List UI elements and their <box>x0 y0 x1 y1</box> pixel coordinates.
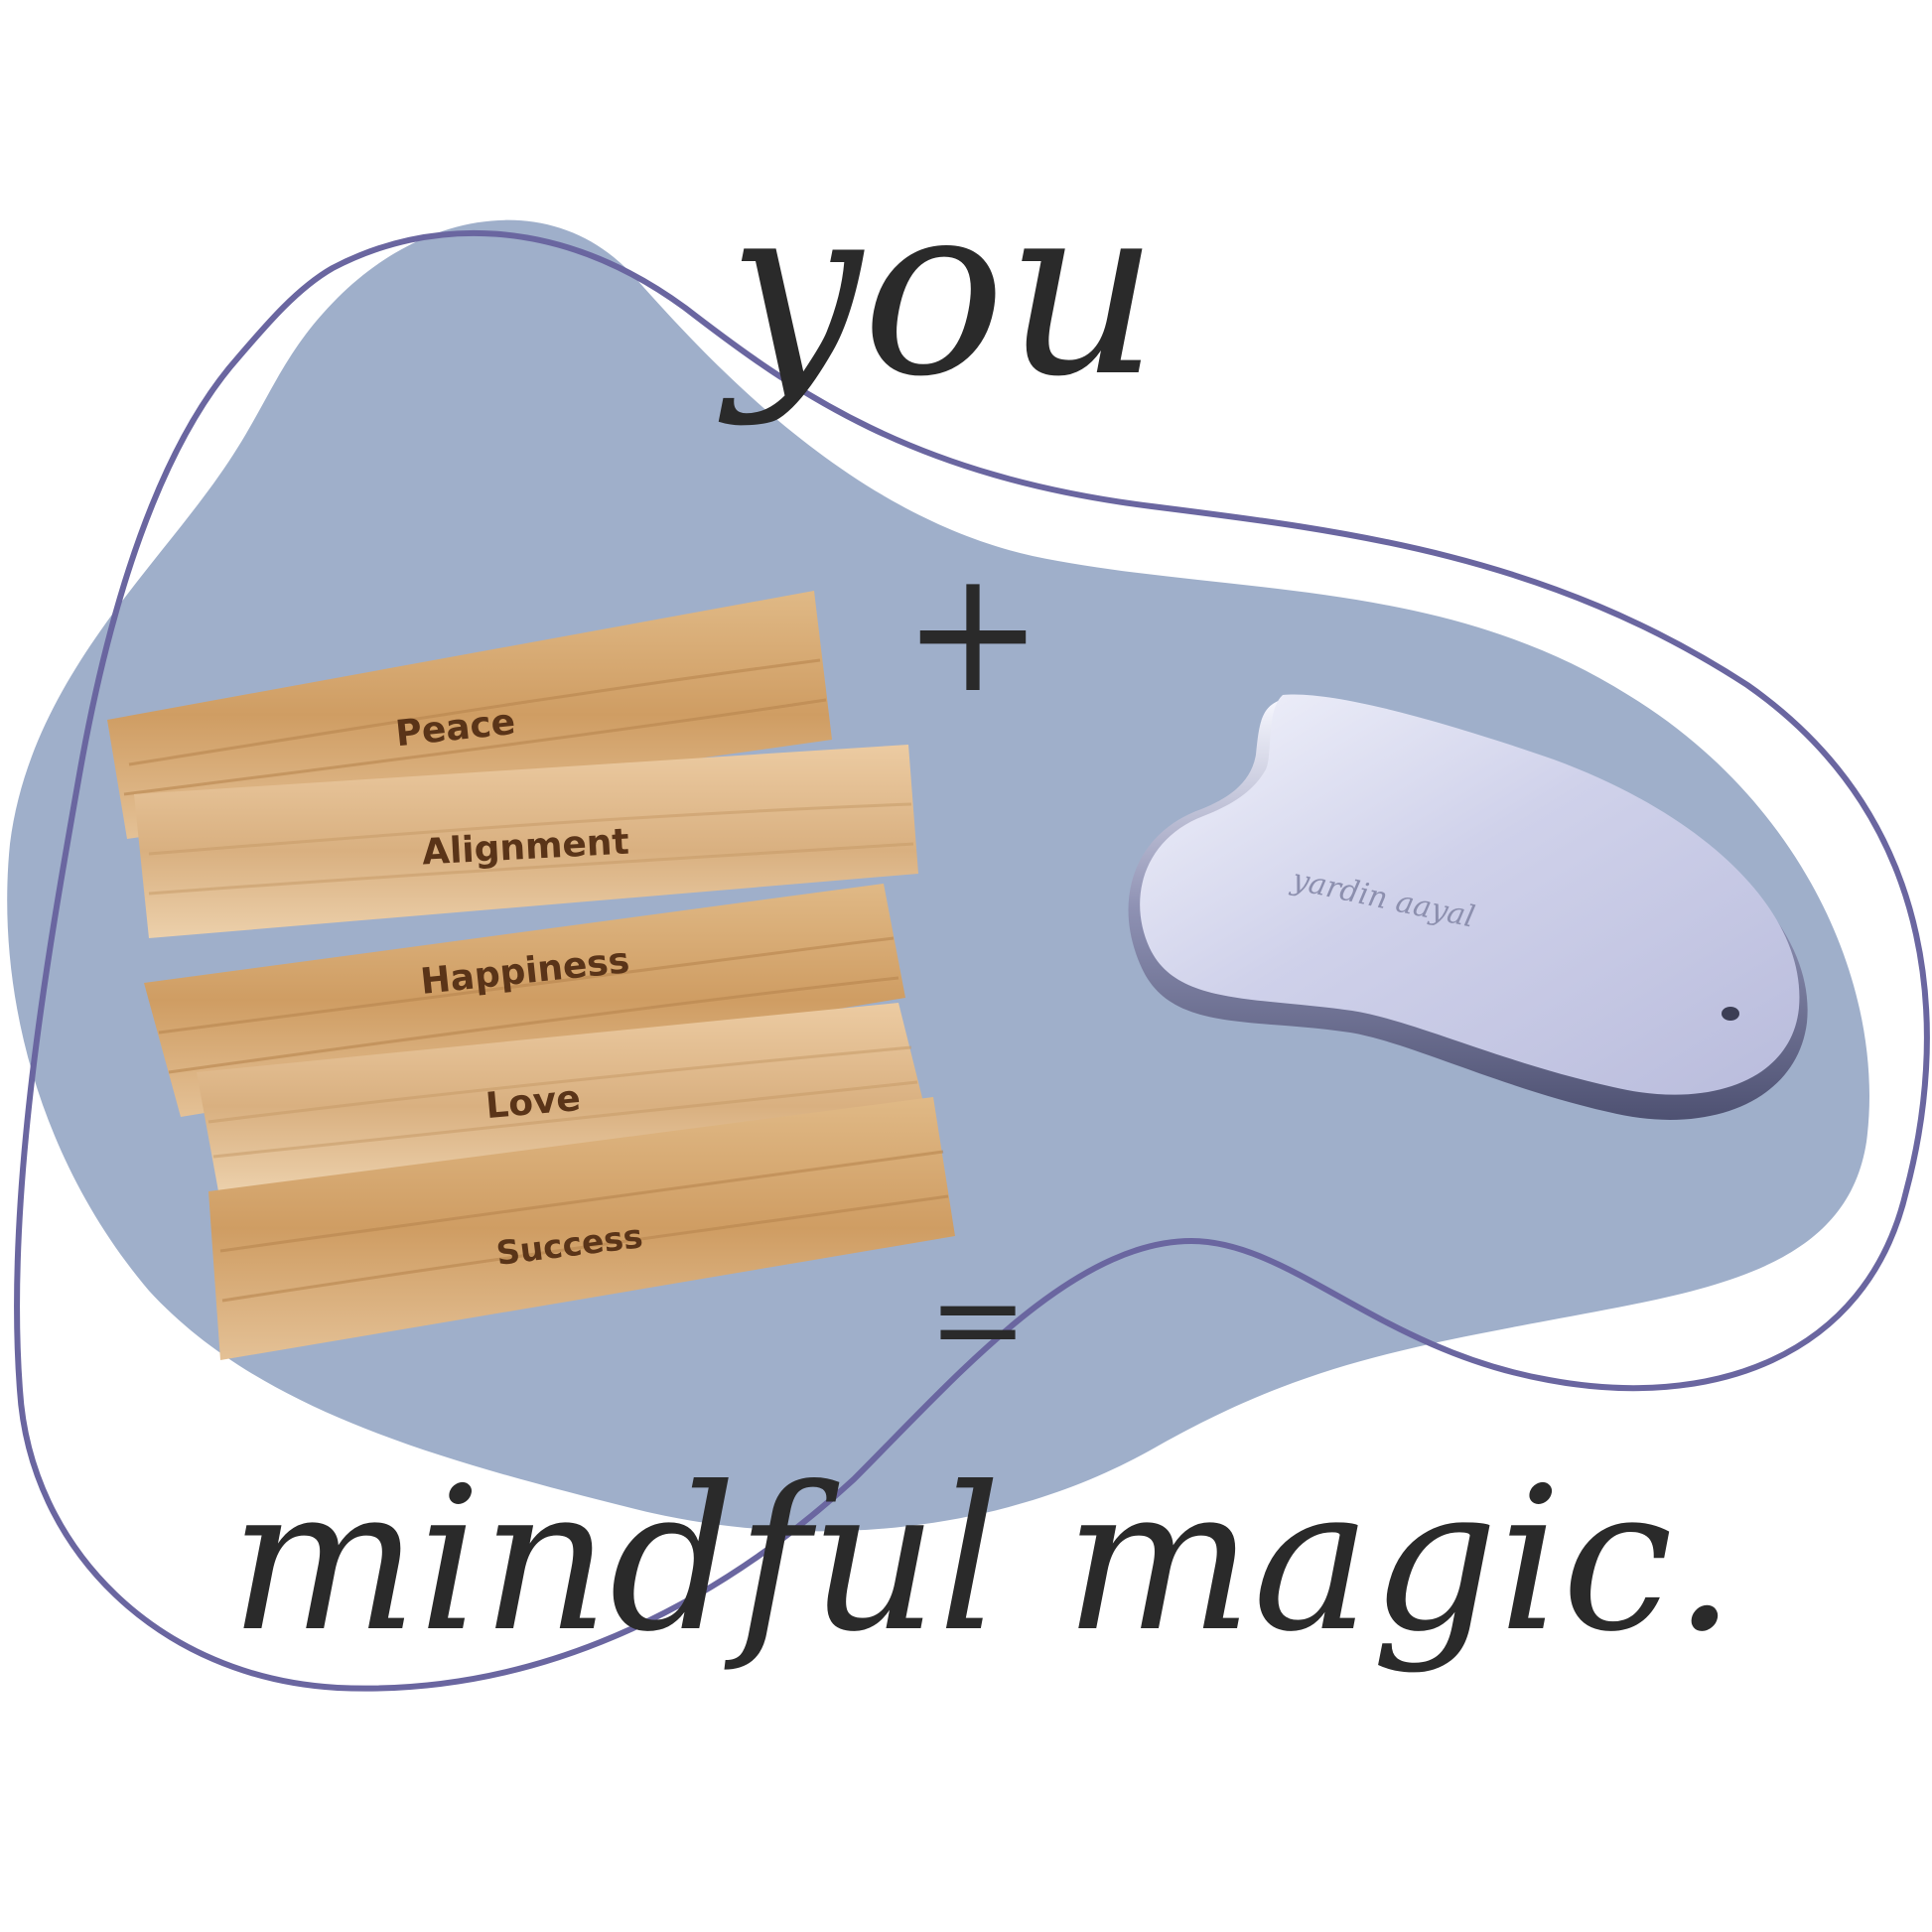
palo-santo-stick: Success <box>208 1097 955 1360</box>
palo-santo-stick: Alignment <box>134 745 918 938</box>
plus-sign: + <box>902 534 1043 731</box>
palo-santo-stick: Love <box>197 1003 923 1191</box>
gua-sha-tool: yardin aayal <box>1128 694 1808 1120</box>
gua-sha-face <box>1140 694 1800 1095</box>
palo-santo-stick: Peace <box>107 591 832 839</box>
palo-santo-stack: Peace Alignment Happiness Love Success <box>107 591 955 1360</box>
you-text: you <box>719 151 1160 429</box>
equals-sign: = <box>928 1251 1029 1389</box>
outline-loop <box>14 229 1930 1692</box>
palo-santo-stick: Happiness <box>144 884 905 1117</box>
mindful-magic-text: mindful magic. <box>229 1445 1735 1676</box>
stick-label: Love <box>484 1078 583 1127</box>
gua-sha-hole <box>1722 1007 1739 1021</box>
